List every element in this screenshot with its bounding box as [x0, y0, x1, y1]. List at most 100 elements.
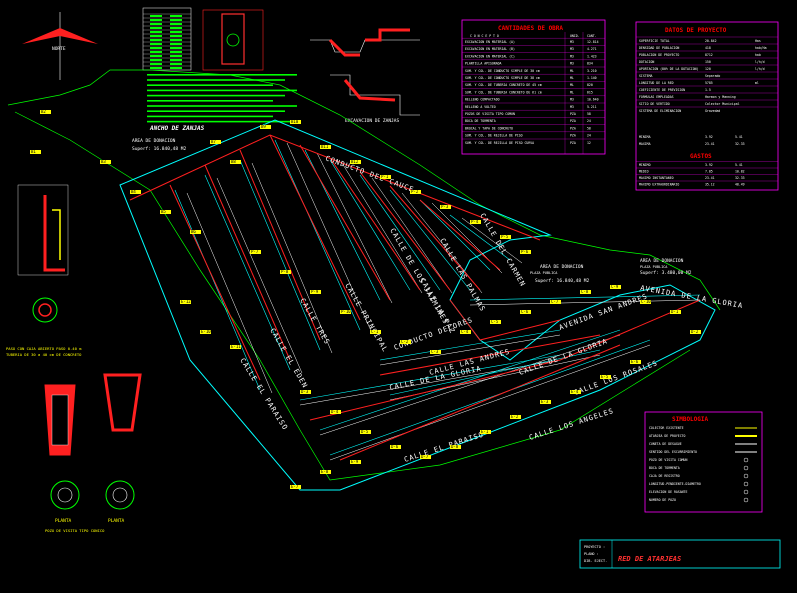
area-left-2: Superf: 16.840,48 M2 — [132, 146, 186, 152]
simbologia-label: CUNETA DE DESAGUE — [649, 442, 682, 446]
note-line — [147, 120, 297, 123]
cantidades-concept: SUM. Y COL. DE REJILLA DE PISO — [465, 134, 523, 138]
datos-value: 5785 — [705, 81, 713, 85]
datos-title: DATOS DE PROYECTO — [665, 27, 727, 34]
cantidades-qty: 4.271 — [587, 47, 597, 51]
node-tag — [200, 330, 211, 334]
simbologia-symbol — [743, 481, 749, 487]
excavation-label: EXCAVACION DE ZANJAS — [345, 118, 399, 124]
node-tag — [400, 340, 411, 344]
simbologia-title: SIMBOLOGIA — [672, 416, 709, 423]
cantidades-concept: SUM. Y COL. DE REJILLA DE PISO CURVA — [465, 141, 534, 145]
small-table-cell — [150, 27, 162, 29]
sewer-pipe — [299, 144, 391, 301]
node-tag — [210, 140, 221, 144]
gastos-label: MAXIMO EXTRAORDINARIO — [639, 183, 679, 187]
datos-value: 8712 — [705, 53, 713, 57]
simbologia-label: COLECTOR EXISTENTE — [649, 426, 684, 430]
block-edge — [359, 174, 441, 291]
block-edge — [371, 177, 453, 294]
node-tag-label: B11 — [321, 144, 329, 149]
cantidades-qty: 834 — [587, 62, 593, 66]
simbologia-symbol — [743, 473, 749, 479]
datos-value: Harmon y Manning — [705, 95, 736, 99]
node-tag-label: P-5 — [501, 234, 509, 239]
block-edge — [239, 159, 321, 351]
sewer-pipe — [309, 299, 701, 421]
node-tag-label: C-7 — [551, 299, 559, 304]
street-label: CALLE LOS ROSALES — [573, 359, 659, 397]
cantidades-qty: 24 — [587, 134, 591, 138]
block-edge — [329, 344, 651, 461]
datos-label: LONGITUD DE LA RED — [639, 81, 674, 85]
small-table-cell — [150, 19, 162, 21]
small-table-cell — [170, 59, 182, 61]
small-table-cell — [170, 31, 182, 33]
node-tag-label: D-5 — [361, 429, 369, 434]
street-label: CALLE EL EDEN — [268, 327, 309, 390]
block-edge — [449, 214, 511, 261]
pozo-detail-top — [202, 9, 264, 71]
node-tag — [370, 330, 381, 334]
node-tag — [410, 190, 421, 194]
small-table-cell — [170, 67, 182, 69]
cantidades-concept: EXCAVACION EN MATERIAL (B) — [465, 47, 515, 51]
node-tag-label: D-8 — [451, 444, 459, 449]
node-tag — [550, 300, 561, 304]
datos-label: POBLACION DE PROYECTO — [639, 53, 679, 57]
small-table-cell — [170, 19, 182, 21]
sewer-pipe — [359, 171, 451, 291]
gastos-value: 48.49 — [735, 183, 745, 187]
node-tag-label: E-12 — [181, 299, 191, 304]
block-edge — [299, 354, 561, 401]
cantidades-concept: BROCAL Y TAPA DE CONCRETO — [465, 126, 513, 130]
sewer-pipe — [269, 134, 361, 321]
cantidades-qty: 820 — [587, 83, 593, 87]
small-table-cell — [170, 47, 182, 49]
node-tag — [520, 310, 531, 314]
node-tag-label: C-4 — [461, 329, 469, 334]
datos-value: 20.842 — [705, 39, 717, 43]
note-line — [147, 105, 297, 107]
node-tag-label: C-6 — [521, 309, 529, 314]
note-line — [147, 94, 285, 97]
node-tag-label: B9 — [261, 124, 266, 129]
node-tag-label: D-7 — [421, 454, 429, 459]
node-tag — [130, 190, 141, 194]
datos-value: Separado — [705, 74, 720, 78]
sewer-pipe — [379, 334, 601, 376]
node-tag — [40, 110, 51, 114]
node-tag-label: E-1 — [481, 429, 489, 434]
cantidades-col-header: CANT. — [587, 34, 597, 38]
cantidades-qty: 5.211 — [587, 105, 597, 109]
node-tag-label: B3 — [101, 159, 106, 164]
datos-label: DENSIDAD DE POBLACION — [639, 46, 679, 50]
node-tag — [350, 160, 361, 164]
node-tag-label: E-10 — [201, 329, 211, 334]
sewer-pipe — [329, 157, 421, 291]
area-right-1: AREA DE DONACION — [540, 264, 584, 270]
sewer-pipe — [449, 299, 561, 341]
node-tag — [570, 390, 581, 394]
street-label: AVENIDA SAN ANDRES — [558, 292, 649, 332]
cantidades-unit: PZA — [570, 112, 576, 116]
node-tag-label: C-2 — [401, 339, 409, 344]
node-tag — [230, 160, 241, 164]
node-tag-label: P-4 — [471, 219, 479, 224]
node-tag — [670, 310, 681, 314]
simbologia-symbol — [743, 457, 749, 463]
block-edge — [379, 329, 561, 361]
node-tag-label: C-8 — [581, 289, 589, 294]
sewer-pipe — [339, 344, 621, 461]
small-table-cell — [170, 39, 182, 41]
qs-label: MINIMA — [639, 135, 651, 139]
area-right-3: Superf: 16.840,48 M2 — [535, 278, 589, 284]
node-tag — [540, 400, 551, 404]
node-tag — [30, 150, 41, 154]
node-tag-label: E-2 — [511, 414, 519, 419]
simbologia-label: NUMERO DE POZO — [649, 498, 676, 502]
cantidades-unit: ML — [570, 90, 574, 94]
datos-value: 150 — [705, 60, 711, 64]
block-edge — [419, 199, 491, 271]
